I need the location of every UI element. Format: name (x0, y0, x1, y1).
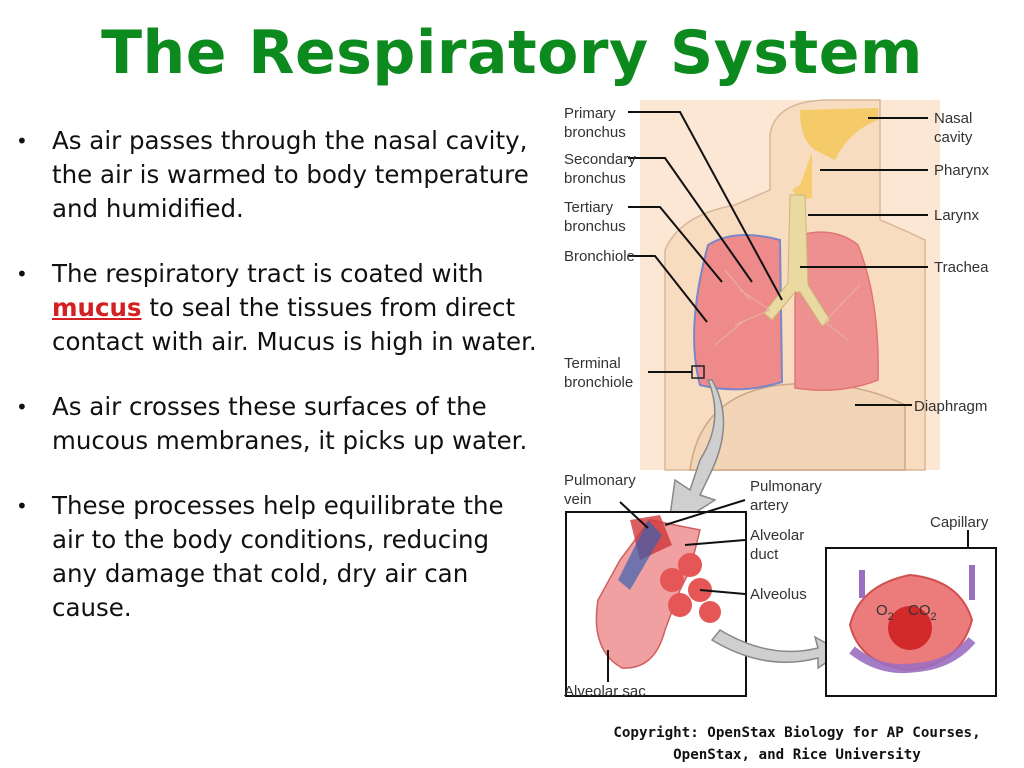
bullet-text: As air crosses these surfaces of the muc… (52, 392, 528, 455)
bullet-item: • The respiratory tract is coated with m… (14, 257, 539, 359)
secondary-bronchus-label: Secondary (564, 151, 636, 168)
copyright-line-1: Copyright: OpenStax Biology for AP Cours… (613, 725, 981, 741)
bullet-item: • As air passes through the nasal cavity… (14, 124, 539, 226)
nasal-cavity-label-2: cavity (934, 129, 973, 146)
pharynx-shape (792, 152, 812, 200)
primary-bronchus-label: Primary (564, 105, 616, 122)
capillary-label: Capillary (930, 514, 989, 531)
trachea-bronchi (763, 194, 831, 327)
right-lung (794, 231, 879, 391)
bronchiole-branches (714, 269, 861, 346)
alveolar-duct-label: Alveolar (750, 527, 804, 544)
larynx-label: Larynx (934, 207, 980, 224)
terminal-bronchiole-label-2: bronchiole (564, 374, 633, 391)
respiratory-diagram: Primary bronchus Secondary bronchus Tert… (564, 99, 997, 700)
bullet-text: As air passes through the nasal cavity, … (52, 126, 529, 223)
primary-bronchus-label-2: bronchus (564, 124, 626, 141)
alveolar-duct-label-2: duct (750, 546, 779, 563)
trachea-label: Trachea (934, 259, 989, 276)
bullet-icon: • (16, 395, 28, 419)
copyright-notice: Copyright: OpenStax Biology for AP Cours… (590, 722, 1004, 766)
terminal-bronchiole-label: Terminal (564, 355, 621, 372)
pulmonary-vein-label-2: vein (564, 491, 592, 508)
bullet-text-continued: to seal the tissues from direct contact … (52, 293, 537, 356)
slide-title: The Respiratory System (101, 18, 923, 88)
leader-lines-upper (628, 111, 928, 406)
bronchiole-label: Bronchiole (564, 248, 635, 265)
bullet-icon: • (16, 494, 28, 518)
tertiary-bronchus-label-2: bronchus (564, 218, 626, 235)
diaphragm-shape (689, 382, 906, 471)
copyright-line-2: OpenStax, and Rice University (673, 747, 921, 763)
alveolus-label: Alveolus (750, 586, 807, 603)
bullet-icon: • (16, 129, 28, 153)
pulmonary-artery-label: Pulmonary (750, 478, 822, 495)
alveolar-sac-label: Alveolar sac (564, 683, 646, 700)
pulmonary-vein-label: Pulmonary (564, 472, 636, 489)
bullet-text: These processes help equilibrate the air… (52, 491, 504, 622)
nasal-cavity-label: Nasal (934, 110, 972, 127)
alveolus-core (888, 606, 932, 650)
bullet-icon: • (16, 262, 28, 286)
nasal-cavity-shape (800, 108, 878, 160)
diaphragm-label: Diaphragm (914, 398, 987, 415)
alveolar-sac-illustration (595, 515, 721, 669)
bullet-text: The respiratory tract is coated with (52, 259, 484, 288)
secondary-bronchus-label-2: bronchus (564, 170, 626, 187)
co2-label: CO2 (908, 602, 937, 623)
capillary-illustration (848, 565, 976, 674)
tertiary-bronchus-label: Tertiary (564, 199, 614, 216)
pulmonary-vein-vessel (618, 520, 662, 590)
pulmonary-artery-label-2: artery (750, 497, 789, 514)
pharynx-label: Pharynx (934, 162, 990, 179)
bullet-item: • These processes help equilibrate the a… (14, 489, 539, 625)
mucus-highlight: mucus (52, 293, 142, 322)
bullet-item: • As air crosses these surfaces of the m… (14, 390, 539, 458)
bullet-list: • As air passes through the nasal cavity… (14, 124, 539, 656)
diagram-labels: Primary bronchus Secondary bronchus Tert… (564, 105, 990, 700)
o2-label: O2 (876, 602, 894, 623)
